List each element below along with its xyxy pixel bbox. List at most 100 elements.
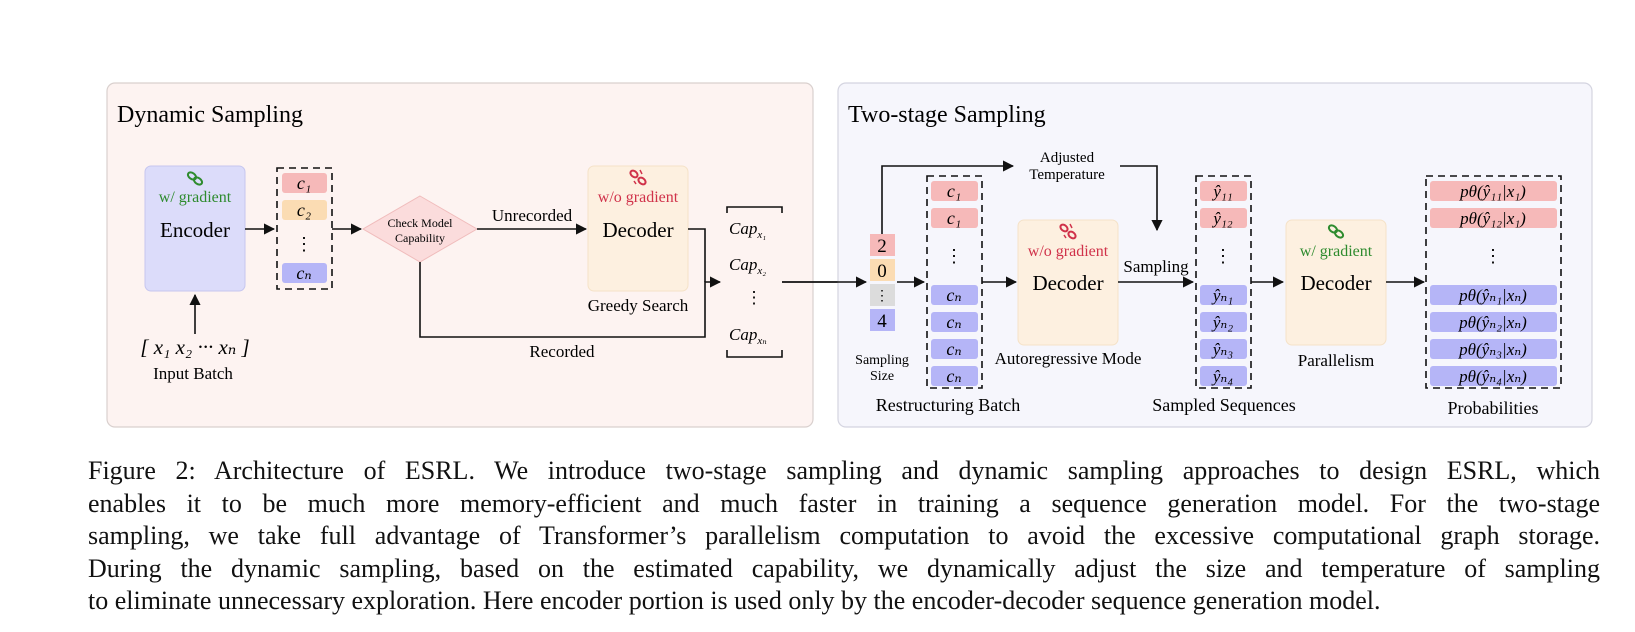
caps-bracket-top bbox=[726, 206, 783, 213]
input-batch-label: Input Batch bbox=[153, 364, 233, 383]
code-chip-n bbox=[282, 263, 327, 283]
dynamic-sampling-title: Dynamic Sampling bbox=[117, 102, 303, 128]
figure-caption: Figure 2: Architecture of ESRL. We intro… bbox=[88, 455, 1600, 618]
codes-group bbox=[276, 167, 333, 290]
encoder-label: Encoder bbox=[160, 218, 230, 242]
link-icon bbox=[1327, 224, 1345, 239]
cap-n: Capxₙ bbox=[729, 325, 767, 347]
sequence-text-6: ŷₙ₄ bbox=[1211, 367, 1233, 386]
size-chip-2 bbox=[870, 259, 895, 281]
size-ellipsis: ⋮ bbox=[875, 289, 889, 304]
broken-link-icon bbox=[1059, 223, 1077, 240]
encoder-gradient-label: w/ gradient bbox=[159, 189, 232, 206]
restructure-chip-1 bbox=[931, 181, 978, 201]
size-1: 2 bbox=[877, 236, 887, 257]
parallel-decoder-label: Decoder bbox=[1300, 271, 1371, 295]
caption-line-2: enables it to be much more memory-effici… bbox=[88, 488, 1600, 518]
code-text-2: c₂ bbox=[297, 200, 311, 220]
restructure-text-2: c₁ bbox=[947, 208, 961, 228]
adjusted-line-1: Adjusted bbox=[1040, 150, 1095, 166]
restructure-chip-5 bbox=[931, 339, 978, 359]
recorded-path bbox=[419, 262, 722, 338]
restructure-text-1: c₁ bbox=[947, 181, 961, 201]
sequence-chip-5 bbox=[1200, 339, 1247, 359]
check-line-1: Check Model bbox=[388, 216, 454, 230]
parallel-decoder-gradient-label: w/ gradient bbox=[1300, 243, 1373, 260]
restructure-chip-3 bbox=[931, 285, 978, 305]
caption-line-5: to eliminate unnecessary exploration. He… bbox=[88, 586, 1381, 615]
prob-chip-6 bbox=[1430, 366, 1557, 386]
prob-text-1: pθ(ŷ₁₁|x₁) bbox=[1459, 182, 1526, 201]
probabilities-group bbox=[1425, 175, 1562, 389]
restructure-ellipsis: ⋮ bbox=[945, 246, 963, 266]
architecture-figure: Dynamic Sampling w/ gradient Encoder [ x… bbox=[106, 82, 1593, 428]
parallelism-label: Parallelism bbox=[1298, 351, 1374, 370]
caption-line-3: sampling, we take full advantage of Tran… bbox=[88, 521, 1600, 550]
code-ellipsis: ⋮ bbox=[295, 234, 313, 254]
prob-text-6: pθ(ŷₙ₄|xₙ) bbox=[1458, 367, 1527, 386]
restructuring-batch-label: Restructuring Batch bbox=[876, 395, 1020, 415]
prob-text-5: pθ(ŷₙ₃|xₙ) bbox=[1458, 340, 1527, 359]
sampling-label: Sampling bbox=[1123, 257, 1189, 276]
sampling-size-line-2: Size bbox=[870, 369, 894, 384]
autoregressive-decoder-gradient-label: w/o gradient bbox=[1028, 243, 1109, 260]
size-n: 4 bbox=[877, 311, 887, 332]
sequence-text-2: ŷ₁₂ bbox=[1211, 209, 1232, 228]
cap-2: Capx₂ bbox=[729, 255, 766, 277]
input-formula: [ x₁ x₂ ··· xₙ ] bbox=[140, 335, 249, 359]
autoregressive-mode-label: Autoregressive Mode bbox=[995, 349, 1142, 368]
sequence-chip-2 bbox=[1200, 208, 1247, 228]
broken-link-icon bbox=[629, 169, 647, 186]
adjusted-temperature-path-out bbox=[1120, 165, 1163, 232]
unrecorded-label: Unrecorded bbox=[492, 206, 573, 225]
cap-1: Capx₁ bbox=[729, 219, 766, 241]
restructure-text-5: cₙ bbox=[946, 339, 961, 359]
prob-text-3: pθ(ŷₙ₁|xₙ) bbox=[1458, 286, 1527, 305]
sequence-text-5: ŷₙ₃ bbox=[1211, 340, 1233, 359]
probabilities-label: Probabilities bbox=[1448, 398, 1539, 418]
prob-chip-4 bbox=[1430, 312, 1557, 332]
check-line-2: Capability bbox=[395, 231, 445, 245]
restructure-text-6: cₙ bbox=[946, 366, 961, 386]
code-chip-2 bbox=[282, 200, 327, 220]
recorded-label: Recorded bbox=[529, 342, 595, 361]
code-chip-1 bbox=[282, 173, 327, 193]
code-text-n: cₙ bbox=[296, 263, 311, 283]
sampled-sequences-label: Sampled Sequences bbox=[1152, 395, 1295, 415]
autoregressive-decoder-label: Decoder bbox=[1032, 271, 1103, 295]
sequence-chip-3 bbox=[1200, 285, 1247, 305]
sequence-chip-6 bbox=[1200, 366, 1247, 386]
restructure-chip-6 bbox=[931, 366, 978, 386]
restructure-text-4: cₙ bbox=[946, 312, 961, 332]
prob-chip-5 bbox=[1430, 339, 1557, 359]
greedy-decoder-gradient-label: w/o gradient bbox=[598, 189, 679, 206]
code-text-1: c₁ bbox=[297, 173, 311, 193]
size-2: 0 bbox=[877, 261, 887, 282]
size-chip-1 bbox=[870, 234, 895, 256]
cap-ellipsis: ⋮ bbox=[746, 288, 763, 307]
prob-ellipsis: ⋮ bbox=[1484, 246, 1502, 266]
restructure-chip-4 bbox=[931, 312, 978, 332]
adjusted-line-2: Temperature bbox=[1029, 167, 1105, 183]
caption-line-1: Figure 2: Architecture of ESRL. We intro… bbox=[88, 456, 1600, 485]
sequence-ellipsis: ⋮ bbox=[1214, 246, 1232, 266]
sequence-chip-4 bbox=[1200, 312, 1247, 332]
decoder-to-caps-line bbox=[688, 228, 706, 282]
restructure-text-3: cₙ bbox=[946, 285, 961, 305]
prob-chip-1 bbox=[1430, 181, 1557, 201]
sequence-text-3: ŷₙ₁ bbox=[1211, 286, 1233, 305]
two-stage-sampling-title: Two-stage Sampling bbox=[848, 102, 1046, 128]
prob-text-4: pθ(ŷₙ₂|xₙ) bbox=[1458, 313, 1527, 332]
greedy-decoder-label: Decoder bbox=[602, 218, 673, 242]
sequence-text-1: ŷ₁₁ bbox=[1211, 182, 1232, 201]
restructure-chip-2 bbox=[931, 208, 978, 228]
sequence-chip-1 bbox=[1200, 181, 1247, 201]
greedy-search-label: Greedy Search bbox=[588, 296, 689, 315]
caption-line-4: During the dynamic sampling, based on th… bbox=[88, 553, 1600, 583]
caps-bracket-bottom bbox=[726, 350, 783, 358]
sampling-size-line-1: Sampling bbox=[855, 353, 909, 368]
prob-chip-3 bbox=[1430, 285, 1557, 305]
prob-chip-2 bbox=[1430, 208, 1557, 228]
link-icon bbox=[186, 171, 204, 186]
prob-text-2: pθ(ŷ₁₂|x₁) bbox=[1459, 209, 1526, 228]
